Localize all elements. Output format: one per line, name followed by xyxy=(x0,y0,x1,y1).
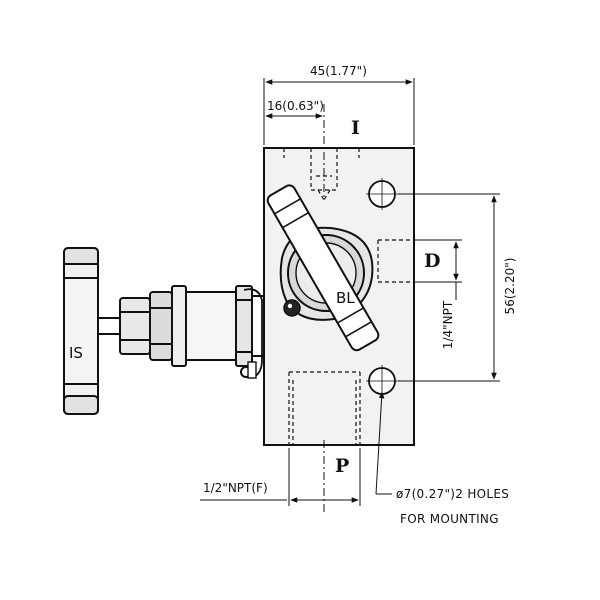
handle-screw xyxy=(283,299,301,317)
d-port-thread-dimension xyxy=(414,239,462,300)
overall-width-label: 45(1.77") xyxy=(310,64,367,78)
hole-spacing-dimension xyxy=(398,193,500,382)
bleed-handle xyxy=(266,184,380,352)
hole-spacing-label: 56(2.20") xyxy=(503,258,517,315)
p-port-thread-label: 1/2"NPT(F) xyxy=(203,481,268,495)
port-d-label: D xyxy=(424,250,440,272)
center-offset-dimension xyxy=(265,104,325,200)
mounting-hole-leader xyxy=(375,391,392,495)
mounting-hole-top xyxy=(366,178,398,210)
center-offset-label: 16(0.63") xyxy=(267,99,324,113)
d-port-thread-label: 1/4"NPT xyxy=(441,300,455,349)
mounting-note-line1: ø7(0.27")2 HOLES xyxy=(396,487,509,501)
instrument-valve-label: IS xyxy=(69,344,83,362)
p-port-hidden-lines xyxy=(288,371,361,445)
lock-pin xyxy=(243,288,263,379)
instrument-valve xyxy=(63,247,265,415)
d-port-hidden-lines xyxy=(377,239,414,283)
bleed-valve-label: BL xyxy=(336,289,355,307)
port-p-label: P xyxy=(335,455,349,477)
port-i-label: I xyxy=(351,117,360,139)
overall-width-dimension xyxy=(263,78,415,145)
mounting-note-line2: FOR MOUNTING xyxy=(400,512,499,526)
